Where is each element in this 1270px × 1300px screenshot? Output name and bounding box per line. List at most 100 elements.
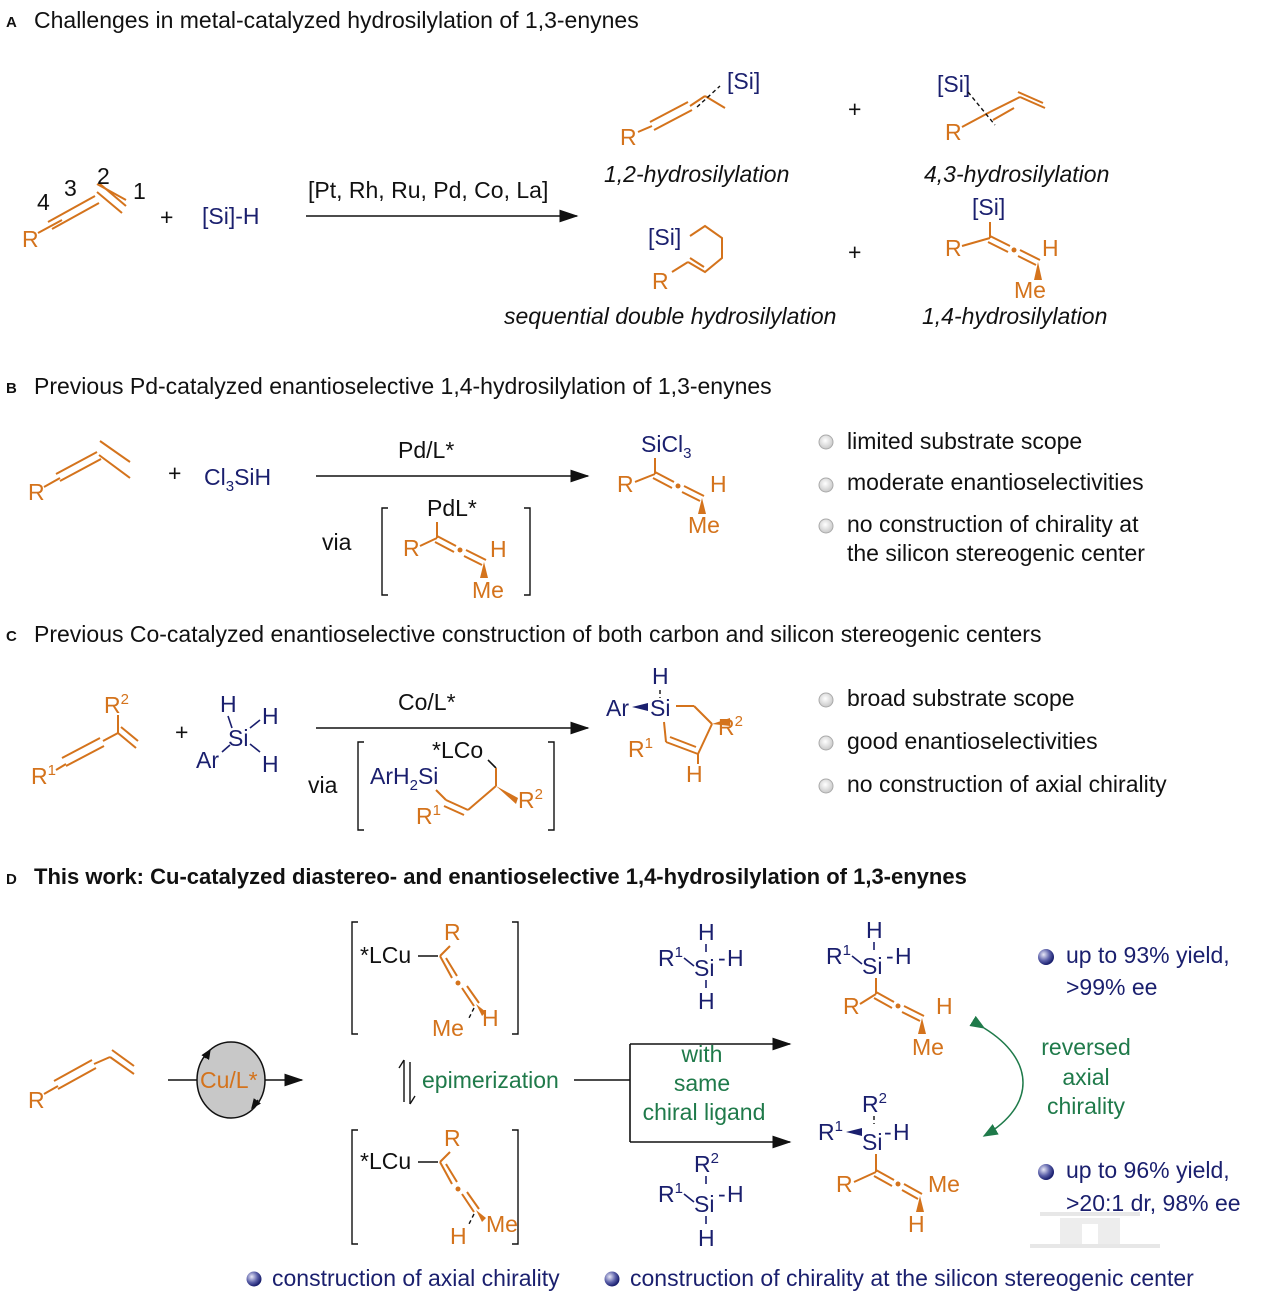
silacycle-product-c: H Ar Si R2 R1 H xyxy=(606,663,743,787)
svg-text:H: H xyxy=(482,1005,499,1031)
svg-text:H: H xyxy=(490,536,507,562)
result-top-line-2: >99% ee xyxy=(1066,974,1157,1000)
hollow-bullet-icon xyxy=(818,778,834,794)
panel-c-notes: broad substrate scope good enantioselect… xyxy=(818,685,1167,797)
product-1-2: R [Si] 1,2-hydrosilylation xyxy=(604,68,789,187)
hollow-bullet-icon xyxy=(818,735,834,751)
note-no-si-chirality-2: the silicon stereogenic center xyxy=(847,540,1145,566)
enyne-substrate-d: R xyxy=(28,1049,135,1113)
svg-text:Ar: Ar xyxy=(606,695,629,721)
filled-bullet-icon xyxy=(1038,1164,1054,1180)
svg-text:+: + xyxy=(168,460,181,486)
svg-text:H: H xyxy=(908,1211,925,1237)
svg-text:R1: R1 xyxy=(658,944,683,971)
enyne-substrate-b: R xyxy=(28,440,131,505)
svg-text:H: H xyxy=(866,917,883,943)
reversed-chirality-arrow xyxy=(969,1015,1024,1137)
svg-text:*LCu: *LCu xyxy=(360,1148,411,1174)
product-label-4-3: 4,3-hydrosilylation xyxy=(924,161,1109,187)
panel-d-title: This work: Cu-catalyzed diastereo- and e… xyxy=(34,864,967,889)
reversed-line-2: axial xyxy=(1062,1064,1109,1090)
allenylsilane-product-b: SiCl3 R H Me xyxy=(617,431,727,538)
silane-reagent: [Si]-H xyxy=(202,203,260,229)
panel-c-letter: C xyxy=(6,628,17,645)
svg-text:Si: Si xyxy=(862,1129,882,1155)
svg-text:H: H xyxy=(727,1181,744,1207)
note-no-si-chirality-1: no construction of chirality at xyxy=(847,511,1139,537)
svg-text:H: H xyxy=(652,663,669,689)
hollow-bullet-icon xyxy=(818,477,834,493)
plus-sign: + xyxy=(160,204,173,230)
allenylsilane-product-bottom: R2 R1 Si - H R Me H xyxy=(818,1090,960,1237)
svg-text:R2: R2 xyxy=(862,1090,887,1117)
result-bottom-line-2: >20:1 dr, 98% ee xyxy=(1066,1190,1241,1216)
pd-intermediate: PdL* R H Me xyxy=(381,495,531,603)
svg-text:-: - xyxy=(886,943,894,969)
svg-text:R: R xyxy=(444,1125,461,1151)
panel-a-title: Challenges in metal-catalyzed hydrosilyl… xyxy=(34,7,639,33)
svg-text:+: + xyxy=(848,239,861,265)
product-label-double: sequential double hydrosilylation xyxy=(504,303,836,329)
filled-bullet-icon xyxy=(1038,949,1054,965)
filled-bullet-icon xyxy=(246,1271,262,1287)
allenylsilane-product-top: H R1 Si - H R H Me xyxy=(826,917,953,1060)
panel-d-letter: D xyxy=(6,871,17,888)
svg-text:R: R xyxy=(945,235,962,261)
svg-text:H: H xyxy=(1042,235,1059,261)
svg-text:Si: Si xyxy=(694,955,714,981)
hollow-bullet-icon xyxy=(818,518,834,534)
svg-text:[Si]: [Si] xyxy=(648,224,681,250)
catalyst-cu: Cu/L* xyxy=(200,1067,258,1093)
footer-axial-chirality: construction of axial chirality xyxy=(272,1265,560,1291)
condition-line-1: with xyxy=(681,1041,723,1067)
svg-text:H: H xyxy=(893,1119,910,1145)
cu-catalyst-cycle: Cu/L* xyxy=(168,1041,304,1119)
svg-text:via: via xyxy=(308,772,338,798)
hollow-bullet-icon xyxy=(818,434,834,450)
svg-text:R2: R2 xyxy=(518,786,543,813)
svg-text:Me: Me xyxy=(472,577,504,603)
svg-text:H: H xyxy=(727,945,744,971)
aryl-silane-c: H Si H Ar H xyxy=(196,691,279,777)
svg-text:H: H xyxy=(262,751,279,777)
panel-d: D This work: Cu-catalyzed diastereo- and… xyxy=(6,864,1241,1291)
note-limited-scope: limited substrate scope xyxy=(847,428,1082,454)
reversed-line-1: reversed xyxy=(1041,1034,1130,1060)
svg-text:H: H xyxy=(686,761,703,787)
trichlorosilane: Cl3SiH xyxy=(204,464,271,495)
svg-text:R1: R1 xyxy=(31,762,56,789)
svg-text:R: R xyxy=(617,471,634,497)
svg-text:Si: Si xyxy=(228,725,248,751)
silane-reagent-bottom: R2 R1 Si - H H xyxy=(658,1150,744,1251)
svg-text:Me: Me xyxy=(928,1171,960,1197)
svg-text:Si: Si xyxy=(694,1191,714,1217)
position-4: 4 xyxy=(37,189,50,215)
svg-text:H: H xyxy=(710,471,727,497)
panel-b-letter: B xyxy=(6,380,17,397)
svg-text:R2: R2 xyxy=(718,713,743,740)
svg-text:H: H xyxy=(220,691,237,717)
position-1: 1 xyxy=(133,178,146,204)
epimerization-label: epimerization xyxy=(422,1067,559,1093)
product-double: [Si] R sequential double hydrosilylation xyxy=(504,224,836,329)
result-bottom-line-1: up to 96% yield, xyxy=(1066,1157,1230,1183)
svg-text:-: - xyxy=(718,1181,726,1207)
svg-text:R1: R1 xyxy=(416,802,441,829)
position-3: 3 xyxy=(64,175,77,201)
note-moderate-ee: moderate enantioselectivities xyxy=(847,469,1144,495)
svg-text:+: + xyxy=(175,719,188,745)
position-2: 2 xyxy=(97,163,110,189)
svg-text:-: - xyxy=(718,945,726,971)
svg-text:R: R xyxy=(28,479,45,505)
svg-text:R: R xyxy=(836,1171,853,1197)
panel-c-title: Previous Co-catalyzed enantioselective c… xyxy=(34,621,1041,647)
product-label-1-4: 1,4-hydrosilylation xyxy=(922,303,1107,329)
svg-text:R: R xyxy=(444,919,461,945)
svg-text:H: H xyxy=(262,703,279,729)
product-1-4: [Si] R H Me 1,4-hydrosilylation xyxy=(922,194,1107,329)
svg-text:[Si]: [Si] xyxy=(937,71,970,97)
svg-text:H: H xyxy=(698,988,715,1014)
note-good-ee: good enantioselectivities xyxy=(847,728,1098,754)
panel-a: A Challenges in metal-catalyzed hydrosil… xyxy=(6,7,1109,329)
